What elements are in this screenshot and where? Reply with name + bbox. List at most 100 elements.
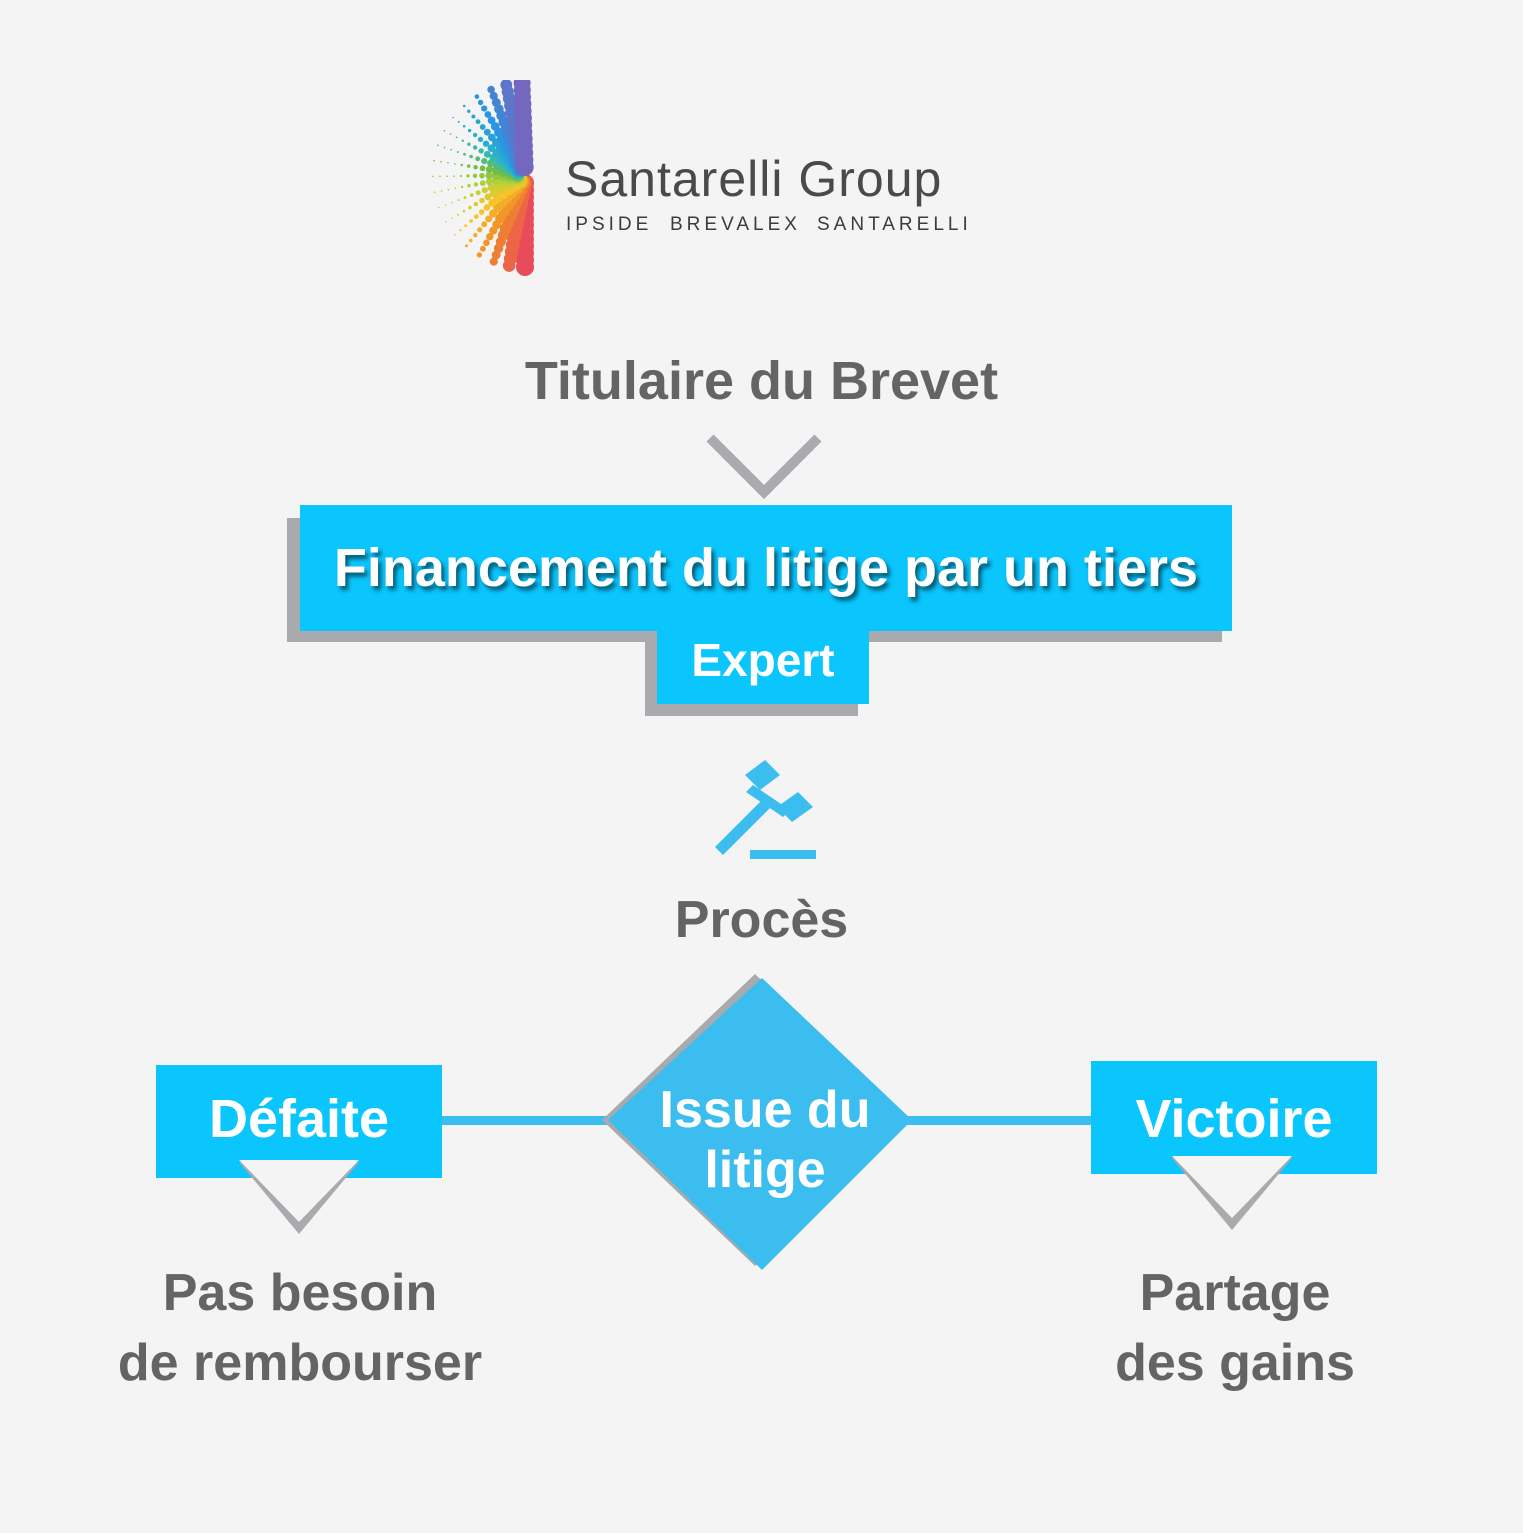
logo-dot (491, 98, 501, 107)
logo-dot (460, 163, 463, 167)
logo-dot (472, 132, 478, 138)
logo-dot (454, 187, 457, 190)
logo-dot (433, 159, 435, 162)
logo-dot (471, 114, 476, 119)
logo-dot (481, 187, 488, 194)
logo-dot (456, 151, 459, 153)
chevron-down-icon (706, 434, 822, 500)
expert-box (657, 624, 869, 704)
logo-dot (489, 257, 498, 266)
logo-dot (447, 188, 450, 191)
logo-dot (473, 165, 478, 170)
logo-dot (476, 252, 482, 258)
defeat-result-line-1: Pas besoin (162, 1264, 438, 1322)
logo-dot (489, 91, 498, 101)
logo-dot (479, 197, 485, 204)
logo-dot (479, 180, 486, 186)
logo-dot (467, 128, 472, 133)
logo-dot (460, 185, 464, 189)
santarelli-logo-icon (432, 80, 534, 276)
logo-dot (477, 227, 483, 233)
logo-dot (464, 244, 468, 248)
logo-dot (444, 204, 447, 206)
logo-dot (484, 111, 492, 118)
logo-dot (467, 142, 471, 146)
logo-dot (443, 129, 446, 132)
logo-dot (475, 190, 481, 196)
logo-dot (483, 128, 491, 136)
logo-dot (485, 215, 493, 223)
logo-dot (486, 178, 494, 186)
logo-dot (452, 116, 454, 119)
logo-dot (478, 209, 485, 215)
logo-dot (516, 258, 534, 276)
logo-dot (483, 150, 491, 158)
defeat-pointer-icon (239, 1160, 359, 1234)
outcome-label-line-2: litige (704, 1141, 826, 1199)
logo-dot (469, 193, 474, 197)
logo-dot (484, 193, 492, 201)
logo-dot (446, 175, 448, 177)
logo-dot (461, 139, 464, 142)
logo-dot (454, 163, 456, 165)
logo-dot (502, 259, 516, 272)
logo-dot (473, 201, 479, 207)
brand-subsidiary-ipside: IPSIDE (566, 214, 653, 235)
brand-subsidiary-brevalex: BREVALEX (670, 214, 801, 235)
logo-dot (467, 164, 471, 168)
logo-dot (469, 154, 473, 159)
logo-dot (468, 205, 472, 210)
outcome-diamond (602, 974, 912, 1270)
logo-dot (457, 120, 460, 123)
logo-dot (459, 229, 462, 232)
logo-dot (491, 250, 501, 260)
logo-dot (459, 174, 463, 178)
connector-line-left (440, 1116, 610, 1125)
logo-dot (483, 204, 491, 211)
logo-dot (454, 233, 456, 236)
expert-label: Expert (691, 634, 835, 686)
logo-dot (438, 206, 440, 209)
victory-box (1091, 1061, 1377, 1174)
logo-dot (455, 136, 458, 139)
logo-dot (486, 233, 494, 241)
logo-dot (463, 152, 466, 156)
logo-dot (489, 226, 498, 235)
logo-dot (453, 175, 455, 177)
logo-dot (457, 199, 460, 202)
logo-dot (487, 144, 496, 152)
logo-dot (462, 124, 466, 128)
funding-title: Financement du litige par un tiers (333, 538, 1199, 598)
victory-label: Victoire (1135, 1089, 1333, 1149)
logo-dot (462, 209, 466, 213)
logo-dot (500, 80, 513, 91)
logo-dot (449, 133, 452, 135)
connector-line-right (905, 1116, 1095, 1125)
logo-dot (481, 105, 488, 112)
outcome-label: Issue du litige (610, 1080, 920, 1200)
logo-dot (432, 175, 434, 178)
gavel-icon (715, 760, 816, 859)
victory-result-line-2: des gains (1115, 1334, 1355, 1392)
logo-dot (451, 201, 453, 204)
logo-dot (487, 116, 496, 125)
defeat-result-line-2: de rembourser (117, 1334, 483, 1392)
logo-dot (456, 213, 459, 216)
logo-dot (474, 214, 479, 219)
funding-box (300, 505, 1232, 631)
logo-dot (464, 224, 468, 228)
logo-dot (440, 190, 443, 192)
logo-dot (487, 183, 496, 192)
victory-result-line-1: Partage (1139, 1264, 1331, 1322)
logo-dot (490, 122, 500, 131)
logo-dot (472, 145, 478, 150)
victory-pointer-icon (1172, 1156, 1292, 1230)
patent-holder-title: Titulaire du Brevet (524, 351, 999, 411)
logo-dot (467, 109, 471, 113)
logo-dot (437, 144, 439, 146)
brand-subsidiary-santarelli: SANTARELLI (817, 214, 972, 235)
logo-dot (473, 232, 478, 238)
logo-dot (475, 156, 481, 162)
logo-dot (481, 158, 488, 165)
logo-dot (469, 238, 473, 243)
